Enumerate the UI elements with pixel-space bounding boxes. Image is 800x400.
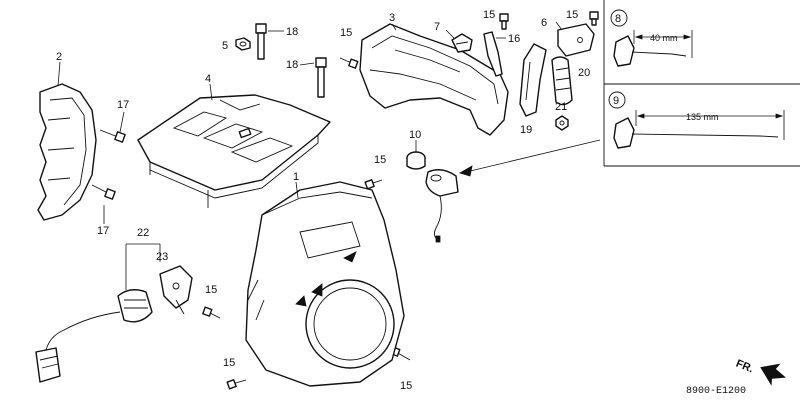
- inset-frame: [603, 0, 800, 167]
- part-15-bolt-b: [499, 13, 509, 30]
- callout-1: 1: [293, 171, 299, 183]
- callout-15-c: 15: [566, 9, 578, 21]
- part-5-nut: [235, 37, 251, 51]
- part-6-plate: [555, 21, 595, 57]
- part-15-bolt-a: [339, 57, 359, 69]
- dimension-40mm: 40 mm: [650, 33, 678, 43]
- callout-20: 20: [578, 67, 590, 79]
- callout-4: 4: [205, 73, 211, 85]
- reference-arrow: [459, 139, 601, 177]
- callout-15-f: 15: [223, 357, 235, 369]
- part-10-grommet: [406, 140, 426, 170]
- front-arrow-icon: [760, 363, 786, 386]
- part-1-fan-housing: [245, 181, 405, 387]
- callout-15-b: 15: [483, 9, 495, 21]
- callout-9: 9: [613, 95, 619, 107]
- part-21-nut: [555, 115, 569, 131]
- callout-15-a: 15: [340, 27, 352, 39]
- part-18-bolt-upper: [255, 23, 284, 60]
- callout-18-b: 18: [286, 59, 298, 71]
- part-15-bolt-d: [364, 179, 383, 190]
- callout-19: 19: [520, 124, 532, 136]
- part-17-bolt-upper: [99, 111, 126, 143]
- callout-15-e: 15: [205, 284, 217, 296]
- part-15-bolt-f: [226, 379, 247, 390]
- inset-8-wire-40mm: [610, 9, 693, 67]
- part-20-insulator: [551, 56, 573, 106]
- inset-9-wire-135mm: [608, 91, 785, 149]
- callout-2: 2: [56, 51, 62, 63]
- part-2-side-shroud: [37, 61, 97, 221]
- drawing-code: 8900-E1200: [686, 386, 746, 397]
- part-4-top-plate: [137, 83, 331, 208]
- callout-7: 7: [434, 21, 440, 33]
- callout-16: 16: [508, 33, 520, 45]
- front-direction-label: FR.: [734, 358, 755, 376]
- callout-8: 8: [615, 13, 621, 25]
- callout-18-a: 18: [286, 26, 298, 38]
- part-17-bolt-lower: [91, 184, 116, 224]
- callout-15-g: 15: [400, 380, 412, 392]
- part-22-ignition-coil: [35, 243, 161, 383]
- part-19-bracket: [519, 43, 547, 117]
- part-23-coil-bracket: [159, 265, 193, 315]
- part-16-bracket: [483, 31, 506, 77]
- callout-5: 5: [222, 40, 228, 52]
- callout-23: 23: [156, 251, 168, 263]
- part-7-clip: [445, 29, 473, 53]
- callout-22: 22: [137, 227, 149, 239]
- callout-21: 21: [555, 101, 567, 113]
- callout-6: 6: [541, 17, 547, 29]
- callout-10: 10: [409, 129, 421, 141]
- part-18-bolt-lower: [299, 57, 327, 98]
- stop-switch: [425, 169, 459, 243]
- callout-17-a: 17: [117, 99, 129, 111]
- callout-17-b: 17: [97, 225, 109, 237]
- callout-3: 3: [389, 12, 395, 24]
- dimension-135mm: 135 mm: [686, 112, 719, 122]
- callout-15-d: 15: [374, 154, 386, 166]
- part-15-screw-c: [589, 11, 599, 26]
- part-3-upper-cover: [359, 23, 509, 136]
- part-15-bolt-e: [202, 306, 221, 319]
